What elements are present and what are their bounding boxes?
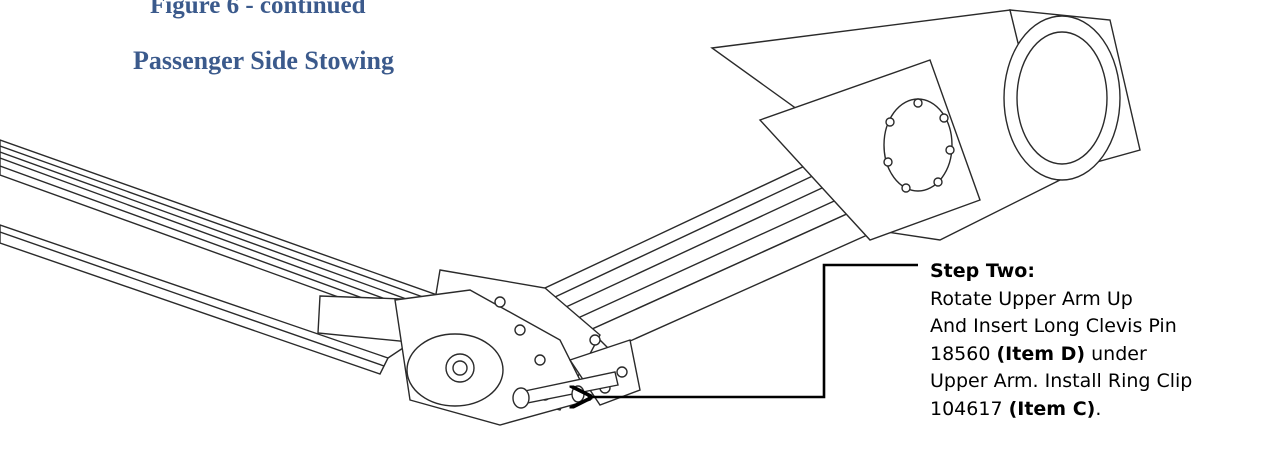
figure-title: Figure 6 - continued [150,0,366,19]
figure-subtitle: Passenger Side Stowing [133,46,394,75]
top-bracket [710,9,1141,241]
part-number-ring-clip: 104617 [930,397,1009,420]
step-line-2: And Insert Long Clevis Pin [930,315,1177,337]
step-line-3-tail: under [1085,342,1147,365]
upper-arm [543,139,913,351]
step-line-5: 104617 (Item C). [930,396,1265,424]
hinge-assembly [317,269,641,426]
item-d-label: (Item D) [996,342,1086,365]
part-number-clevis-pin: 18560 [930,342,997,365]
step-two-instructions: Step Two: Rotate Upper Arm Up And Insert… [930,258,1265,423]
step-line-3: 18560 (Item D) under [930,341,1265,369]
item-c-label: (Item C) [1008,397,1096,420]
step-line-5-tail: . [1095,397,1102,420]
callout-leader-line [588,263,918,397]
step-line-1: Rotate Upper Arm Up [930,287,1133,310]
step-heading: Step Two: [930,260,1035,282]
step-line-4: Upper Arm. Install Ring Clip [930,370,1193,392]
